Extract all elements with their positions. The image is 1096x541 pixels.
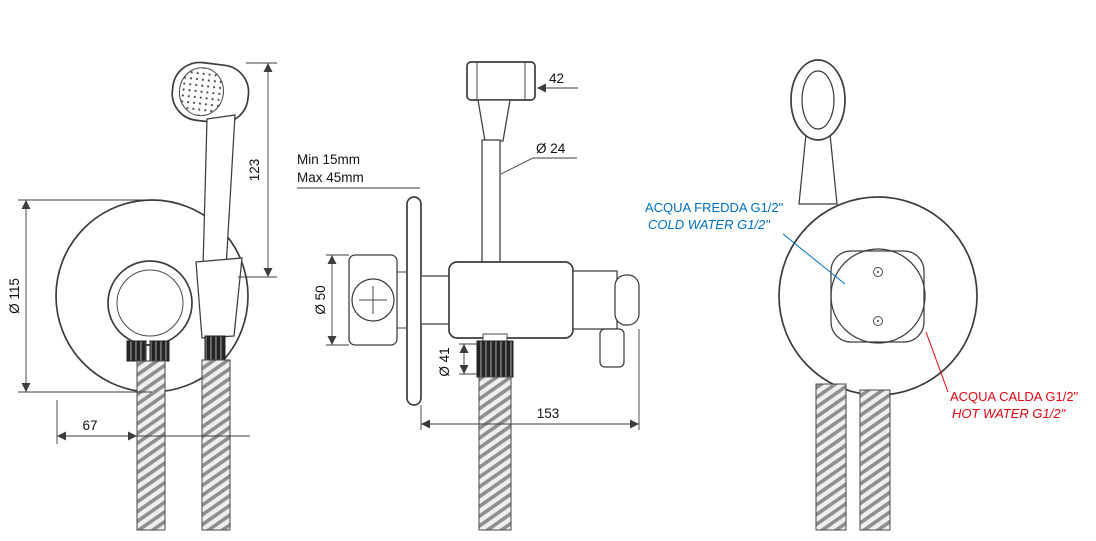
valve-neck	[420, 275, 452, 325]
mixer-hub-inner	[116, 269, 184, 337]
riser-pipe	[481, 139, 501, 265]
depth-max-label: Max 45mm	[297, 170, 364, 185]
shutoff-knob-left	[126, 340, 147, 362]
hub-circle	[830, 248, 926, 344]
valve-extension	[572, 270, 618, 330]
outlet-spout	[599, 328, 625, 368]
dim-knob-diameter: Ø 41	[437, 347, 452, 376]
valve-cap	[614, 274, 640, 326]
bracket-hook	[477, 99, 511, 142]
dim-pipe-diameter: Ø 24	[536, 141, 566, 156]
spray-face	[178, 67, 224, 117]
shutoff-knob-right	[149, 340, 170, 362]
shower-head	[171, 61, 250, 124]
ext-lines-115	[18, 199, 152, 393]
hot-water-label-it: ACQUA CALDA G1/2"	[950, 389, 1079, 404]
hot-water-leader	[925, 331, 949, 393]
flex-hose-side	[478, 376, 512, 531]
flex-hose-back-right	[859, 389, 891, 531]
flex-hose-back-left	[815, 383, 847, 531]
flex-hose-right	[201, 359, 231, 531]
dim-123: 123	[247, 159, 262, 182]
flex-hose-left	[136, 360, 166, 531]
shower-holder	[195, 257, 243, 339]
ext-lines-41	[459, 343, 477, 375]
view-back: ACQUA FREDDA G1/2" COLD WATER G1/2" ACQU…	[645, 59, 1079, 531]
depth-min-label: Min 15mm	[297, 152, 360, 167]
wall-plate-side	[406, 196, 422, 406]
wall-sleeve	[396, 271, 408, 329]
dim-67: 67	[82, 418, 97, 433]
hot-water-label-en: HOT WATER G1/2"	[952, 406, 1067, 421]
inlet-crosshair	[359, 286, 387, 314]
mixer-hub	[107, 260, 193, 346]
shutoff-knob-side	[476, 340, 514, 378]
cold-water-leader	[782, 233, 846, 285]
hang-loop-inner	[801, 70, 835, 130]
cold-water-label-it: ACQUA FREDDA G1/2"	[645, 200, 784, 215]
view-front: 123 Ø 115 67	[7, 61, 277, 531]
valve-body	[448, 261, 574, 339]
knob-collar	[482, 333, 508, 342]
view-side: 42 Ø 24 Min 15mm Max 45mm Ø 50 Ø 41 153	[297, 61, 640, 531]
handle-stem	[798, 133, 838, 205]
ext-lines-50	[326, 254, 349, 346]
dim-153: 153	[537, 406, 560, 421]
dim-flange-diameter: Ø 50	[313, 285, 328, 314]
dim-42: 42	[549, 71, 564, 86]
hub-square	[830, 250, 925, 343]
hose-connector	[204, 335, 226, 361]
dim-plate-diameter: Ø 115	[7, 278, 22, 314]
cold-water-label-en: COLD WATER G1/2"	[648, 217, 771, 232]
leader-24	[500, 157, 577, 175]
